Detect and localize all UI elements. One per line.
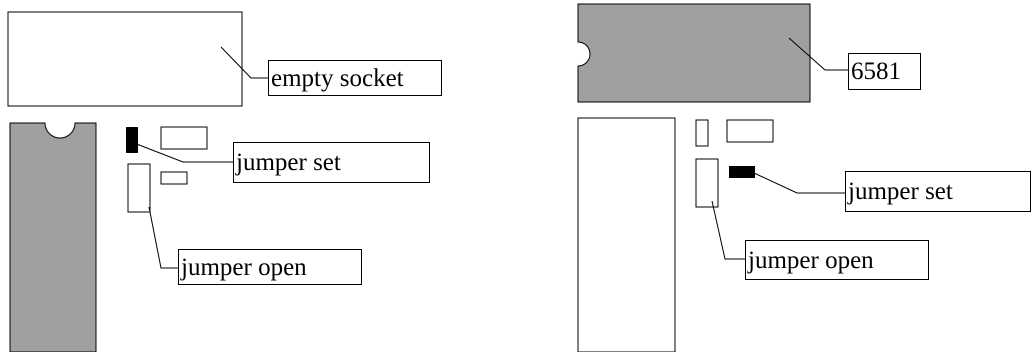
leader-left-jumper-open xyxy=(148,206,178,269)
label-left-jumper-open: jumper open xyxy=(178,249,362,285)
label-6581: 6581 xyxy=(848,53,921,90)
label-right-jumper-open: jumper open xyxy=(745,240,929,280)
left-jumper-set-block xyxy=(126,127,138,153)
sid-6581-chip xyxy=(577,3,811,103)
leader-6581 xyxy=(788,37,848,71)
right-jumper-open-block xyxy=(695,158,719,208)
right-jumper-set-block xyxy=(729,166,755,178)
left-component-small xyxy=(160,171,188,185)
right-dip-socket xyxy=(577,117,676,352)
leader-right-jumper-set xyxy=(753,172,845,194)
left-jumper-open-block xyxy=(127,163,151,213)
leader-empty-socket xyxy=(220,46,268,79)
label-empty-socket: empty socket xyxy=(268,60,442,96)
leader-right-jumper-open xyxy=(711,200,745,260)
label-right-jumper-set: jumper set xyxy=(845,171,1031,212)
empty-socket xyxy=(7,11,243,107)
left-component-wide xyxy=(160,126,208,150)
leader-left-jumper-set xyxy=(133,142,233,163)
label-left-jumper-set: jumper set xyxy=(233,142,430,183)
right-component-narrow xyxy=(695,119,709,147)
left-dip-chip xyxy=(9,122,97,352)
right-component-wide xyxy=(726,119,774,143)
